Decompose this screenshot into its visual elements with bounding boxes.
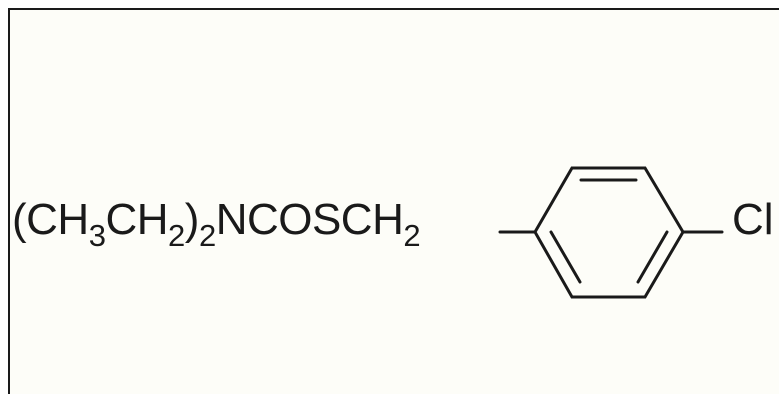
ncosch-group: NCOSCH	[215, 195, 404, 244]
structure-frame: (CH3CH2)2NCOSCH2 Cl	[8, 8, 779, 394]
chlorine-atom: Cl	[732, 195, 774, 244]
close-paren: )	[184, 195, 200, 244]
open-paren: (	[12, 195, 27, 244]
subscript-2b: 2	[198, 218, 216, 253]
benzene-hexagon	[533, 166, 685, 299]
methylene-group: CH	[105, 195, 169, 244]
benzene-ring-diagram	[498, 166, 724, 299]
alkyl-carbamothioate-formula: (CH3CH2)2NCOSCH2	[12, 195, 421, 252]
subscript-3: 3	[88, 218, 106, 253]
double-bond-left	[549, 230, 582, 284]
subscript-2a: 2	[168, 218, 185, 253]
double-bond-right	[636, 230, 669, 284]
methyl-group: CH	[26, 195, 89, 244]
subscript-2c: 2	[403, 218, 421, 253]
